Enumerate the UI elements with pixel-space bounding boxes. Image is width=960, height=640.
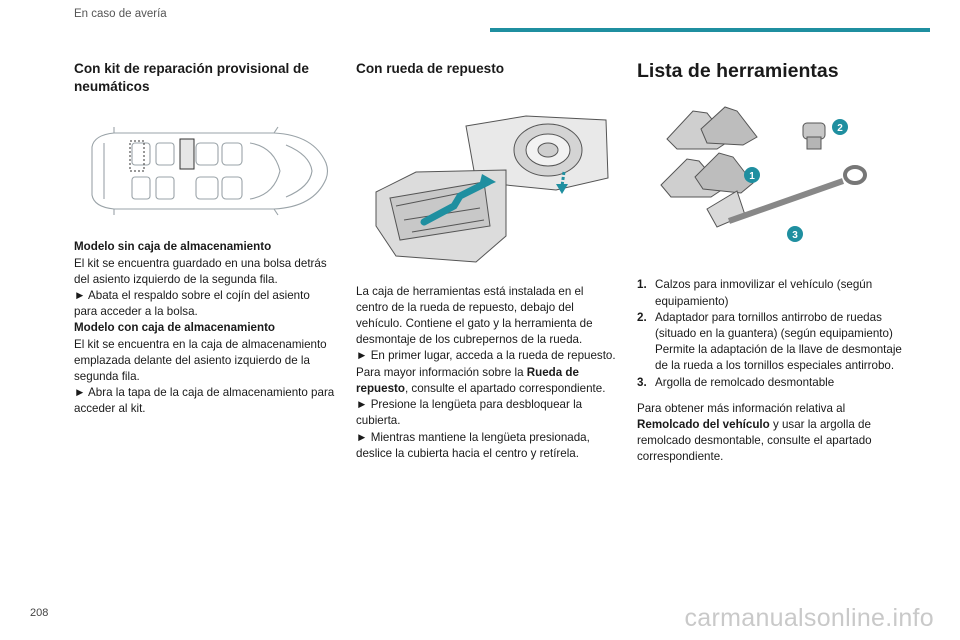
column-spare-wheel: Con rueda de repuesto La caja de herrami… bbox=[356, 60, 618, 462]
header-section-title: En caso de avería bbox=[74, 8, 167, 20]
heading-tool-list: Lista de herramientas bbox=[637, 60, 839, 82]
tool-list: 1.Calzos para inmovilizar el vehículo (s… bbox=[637, 277, 907, 390]
spare-wheel-reference: Rueda de repuesto bbox=[356, 365, 579, 395]
paragraph: Para obtener más información relativa al… bbox=[637, 401, 872, 464]
paragraph: ► Presione la lengüeta para desbloquear … bbox=[356, 398, 583, 428]
paragraph: ► En primer lugar, acceda a la rueda de … bbox=[356, 349, 616, 395]
column-tool-list: Lista de herramientas 2 1 3 1.Calzos bbox=[637, 60, 907, 466]
watermark: carmanualsonline.info bbox=[684, 604, 934, 632]
car-top-view-icon bbox=[74, 95, 336, 225]
column-repair-kit: Con kit de reparación provisional de neu… bbox=[74, 60, 336, 418]
paragraph: ► Mientras mantiene la lengüeta presiona… bbox=[356, 430, 590, 460]
paragraph: ► Abata el respaldo sobre el cojín del a… bbox=[74, 288, 310, 319]
list-item: 2.Adaptador para tornillos antirrobo de … bbox=[637, 310, 902, 373]
callout-badge: 1 bbox=[749, 171, 755, 182]
list-item: 3.Argolla de remolcado desmontable bbox=[637, 375, 835, 389]
heading-repair-kit: Con kit de reparación provisional de neu… bbox=[74, 61, 309, 94]
tools-list-icon: 2 1 3 bbox=[637, 83, 907, 261]
model-with-box-label: Modelo con caja de almacenamiento bbox=[74, 321, 276, 335]
model-without-box-label: Modelo sin caja de almacenamiento bbox=[74, 240, 272, 254]
header-accent-rule bbox=[490, 28, 930, 32]
callout-badge: 2 bbox=[837, 123, 843, 134]
towing-reference: Remolcado del vehículo bbox=[637, 418, 770, 432]
page-number: 208 bbox=[30, 607, 49, 619]
spare-wheel-toolbox-icon bbox=[356, 78, 618, 264]
heading-spare-wheel: Con rueda de repuesto bbox=[356, 61, 505, 76]
paragraph: La caja de herramientas está instalada e… bbox=[356, 284, 593, 347]
paragraph: El kit se encuentra guardado en una bols… bbox=[74, 256, 327, 286]
paragraph: El kit se encuentra en la caja de almace… bbox=[74, 337, 327, 383]
callout-badge: 3 bbox=[792, 230, 798, 241]
list-item: 1.Calzos para inmovilizar el vehículo (s… bbox=[637, 278, 873, 308]
paragraph: ► Abra la tapa de la caja de almacenamie… bbox=[74, 386, 335, 416]
